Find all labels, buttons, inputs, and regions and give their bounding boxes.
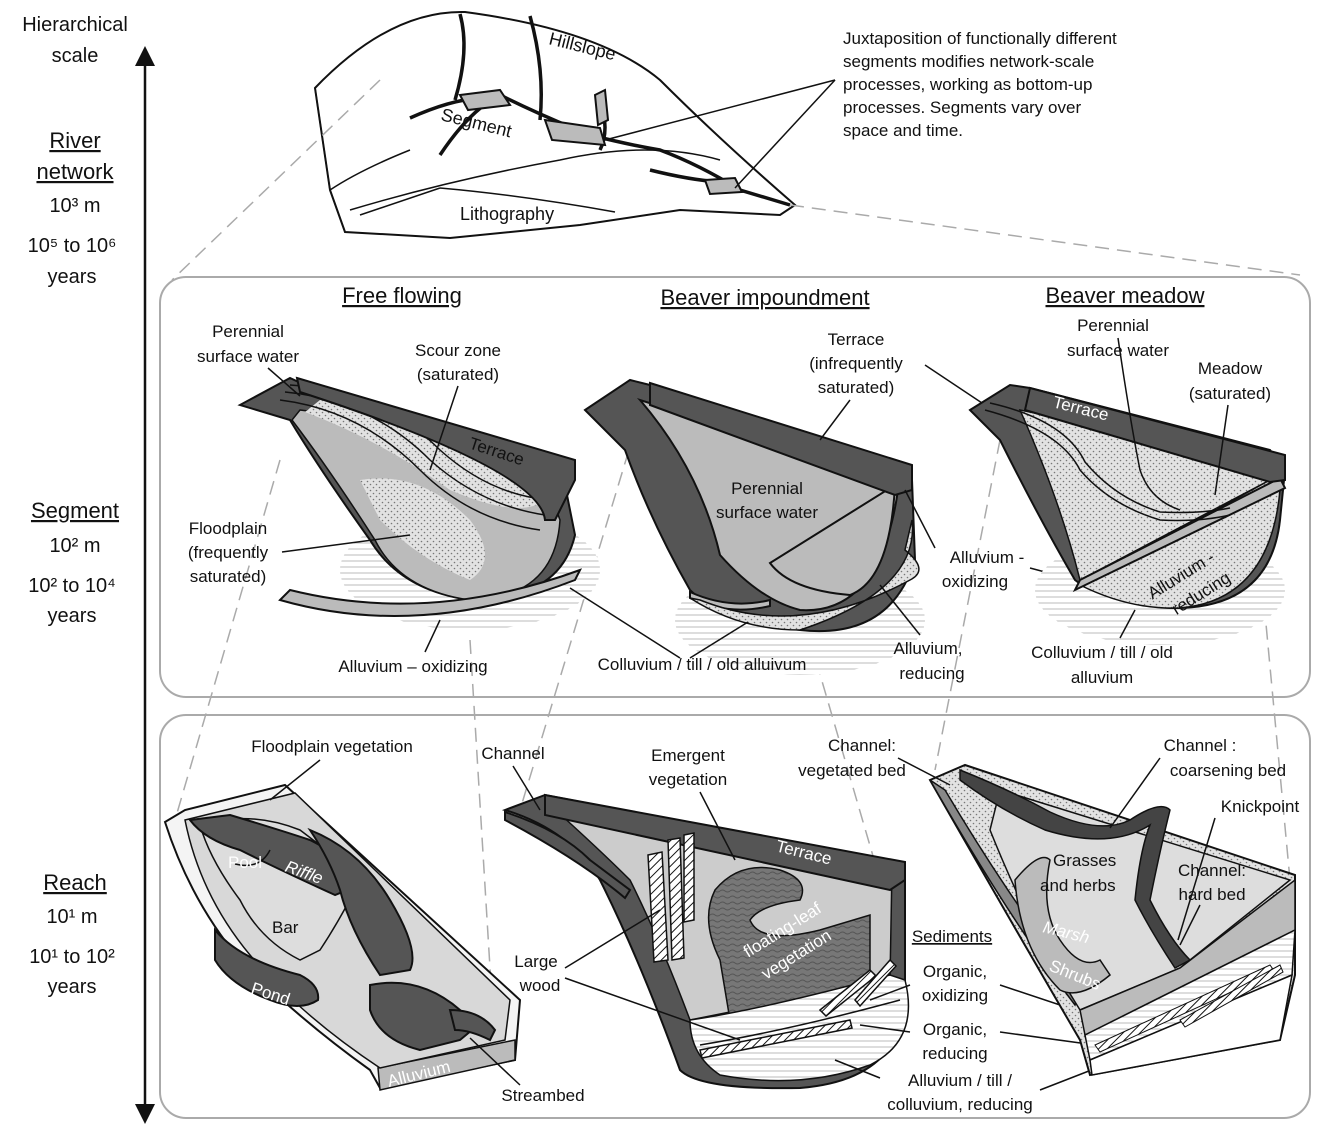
beaver-meadow-block: Terrace Perennial surface water Meadow (…: [970, 316, 1285, 687]
level-river-name-2: network: [36, 159, 114, 184]
label-alluvium-reducing-b: reducing: [899, 664, 964, 683]
level-river-name-1: River: [49, 128, 100, 153]
label-perennial-2a: Perennial: [731, 479, 803, 498]
label-perennial-3b: surface water: [1067, 341, 1169, 360]
network-note-line-3: processes, working as bottom-up: [843, 75, 1092, 94]
label-perennial-1b: surface water: [197, 347, 299, 366]
label-channel-hard-b: hard bed: [1178, 885, 1245, 904]
label-org-red-a: Organic,: [923, 1020, 987, 1039]
label-sediments: Sediments: [912, 927, 992, 946]
label-terrace-inf-a: Terrace: [828, 330, 885, 349]
network-note-line-5: space and time.: [843, 121, 963, 140]
label-channel-hard-a: Channel:: [1178, 861, 1246, 880]
label-meadow-a: Meadow: [1198, 359, 1263, 378]
label-floodplain-c: saturated): [190, 567, 267, 586]
label-terrace-inf-b: (infrequently: [809, 354, 903, 373]
level-segment-size: 10² m: [49, 535, 100, 557]
heading-free-flowing: Free flowing: [342, 283, 462, 308]
level-river-size: 10³ m: [49, 195, 100, 217]
label-org-red-b: reducing: [922, 1044, 987, 1063]
arrow-down-icon: [135, 1104, 155, 1124]
label-perennial-1a: Perennial: [212, 322, 284, 341]
label-scour-a: Scour zone: [415, 341, 501, 360]
label-org-ox-b: oxidizing: [922, 986, 988, 1005]
network-note-line-2: segments modifies network-scale: [843, 52, 1094, 71]
label-lithography: Lithography: [460, 204, 554, 224]
label-channel-veg-b: vegetated bed: [798, 761, 906, 780]
label-colluvium2-b: alluvium: [1071, 668, 1133, 687]
label-channel-veg-a: Channel:: [828, 736, 896, 755]
level-segment-time-1: 10² to 10⁴: [28, 575, 116, 597]
level-segment-name: Segment: [31, 498, 119, 523]
beaver-impoundment-block: Perennial surface water Terrace (infrequ…: [570, 330, 1075, 683]
label-large-wood-b: wood: [519, 976, 561, 995]
label-floodplain-vegetation: Floodplain vegetation: [251, 737, 413, 756]
label-floodplain-a: Floodplain: [189, 519, 267, 538]
label-emergent-a: Emergent: [651, 746, 725, 765]
label-grasses-a: Grasses: [1053, 851, 1116, 870]
label-alluvium-ox2-b: oxidizing: [942, 572, 1008, 591]
label-grasses-b: and herbs: [1040, 876, 1116, 895]
label-perennial-2b: surface water: [716, 503, 818, 522]
level-reach-time-2: years: [48, 976, 97, 998]
scale-axis: Hierarchical scale River network 10³ m 1…: [22, 14, 155, 1124]
network-note-line-1: Juxtaposition of functionally different: [843, 29, 1117, 48]
scale-title-1: Hierarchical: [22, 14, 128, 36]
scale-title-2: scale: [52, 45, 99, 67]
free-flowing-block: Terrace Perennial surface water Scour zo…: [188, 322, 600, 676]
label-channel: Channel: [481, 744, 544, 763]
network-note-line-4: processes. Segments vary over: [843, 98, 1081, 117]
label-meadow-b: (saturated): [1189, 384, 1271, 403]
label-colluvium2-a: Colluvium / till / old: [1031, 643, 1173, 662]
label-alluvium-till-a: Alluvium / till /: [908, 1071, 1012, 1090]
label-scour-b: (saturated): [417, 365, 499, 384]
level-reach-size: 10¹ m: [46, 906, 97, 928]
label-colluvium: Colluvium / till / old alluivum: [598, 655, 807, 674]
label-terrace-inf-c: saturated): [818, 378, 895, 397]
heading-beaver-impoundment: Beaver impoundment: [660, 285, 869, 310]
reach-panel: Pool Riffle Bar Pond Alluvium Floodplain…: [160, 715, 1310, 1118]
heading-beaver-meadow: Beaver meadow: [1046, 283, 1205, 308]
label-perennial-3a: Perennial: [1077, 316, 1149, 335]
label-alluvium-ox2-a: Alluvium -: [950, 548, 1025, 567]
level-river-time-2: years: [48, 266, 97, 288]
label-alluvium-oxidizing: Alluvium – oxidizing: [338, 657, 487, 676]
segment-panel: Free flowing Beaver impoundment Beaver m…: [160, 277, 1310, 697]
label-channel-coarse-a: Channel :: [1164, 736, 1237, 755]
label-alluvium-reducing-a: Alluvium,: [894, 639, 963, 658]
label-pool: Pool: [228, 853, 262, 872]
label-org-ox-a: Organic,: [923, 962, 987, 981]
label-knickpoint: Knickpoint: [1221, 797, 1300, 816]
level-segment-time-2: years: [48, 605, 97, 627]
level-reach-name: Reach: [43, 870, 107, 895]
label-streambed: Streambed: [501, 1086, 584, 1105]
level-reach-time-1: 10¹ to 10²: [29, 946, 115, 968]
level-river-time-1: 10⁵ to 10⁶: [28, 235, 117, 257]
arrow-up-icon: [135, 46, 155, 66]
label-alluvium-till-b: colluvium, reducing: [887, 1095, 1033, 1114]
label-floodplain-b: (frequently: [188, 543, 269, 562]
reach-free-flowing: Pool Riffle Bar Pond Alluvium Floodplain…: [165, 737, 585, 1105]
label-large-wood-a: Large: [514, 952, 557, 971]
label-channel-coarse-b: coarsening bed: [1170, 761, 1286, 780]
label-bar: Bar: [272, 918, 299, 937]
river-network-block: Hillslope Segment Lithography Juxtaposit…: [315, 12, 1117, 238]
label-emergent-b: vegetation: [649, 770, 727, 789]
